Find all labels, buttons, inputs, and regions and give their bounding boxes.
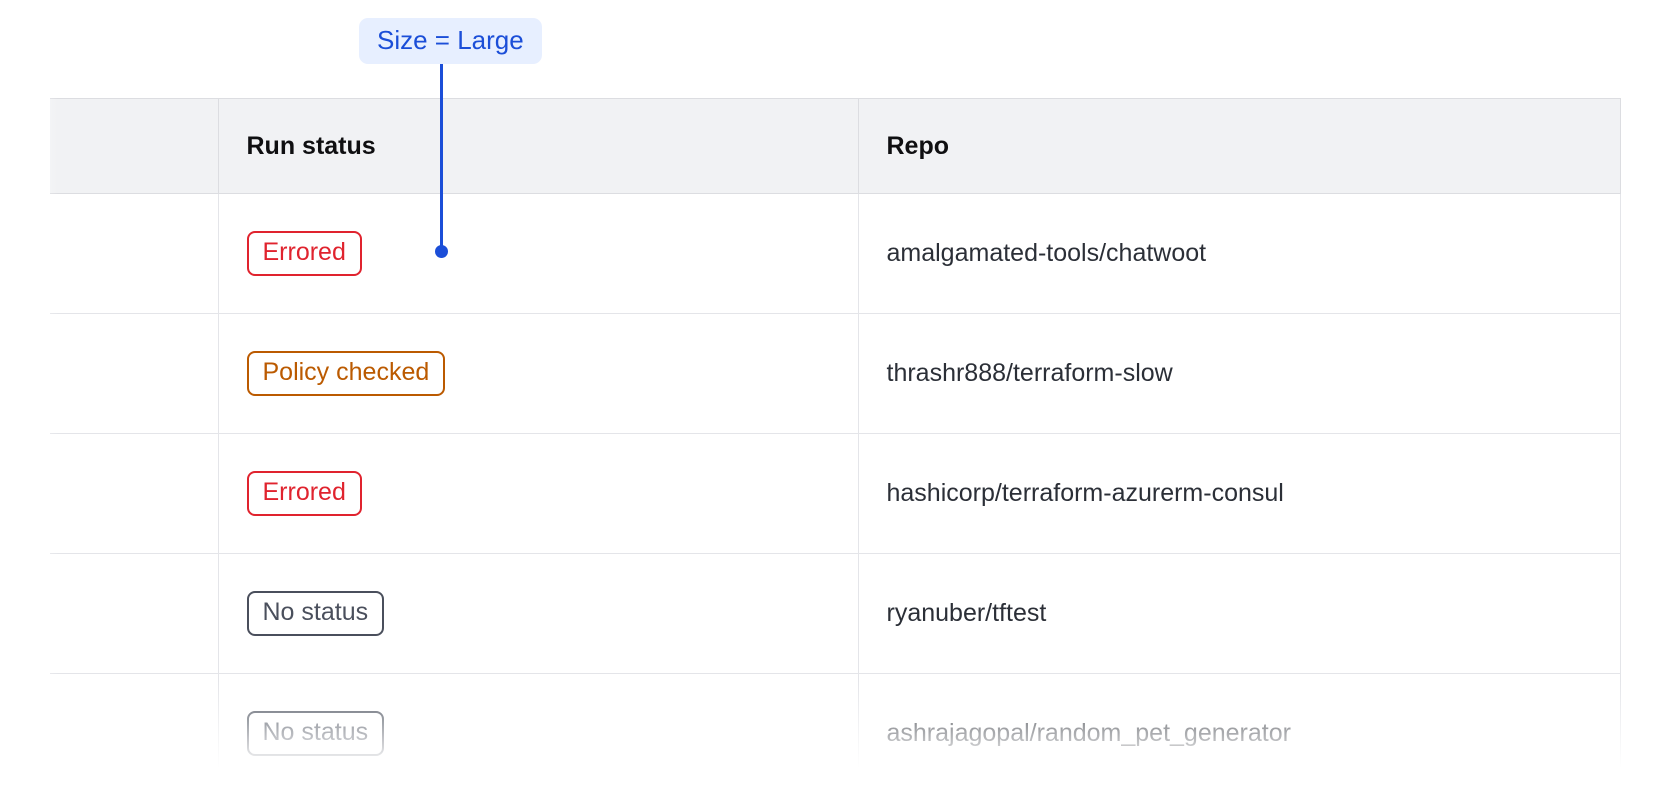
status-badge: Errored: [246, 471, 362, 516]
status-badge: Policy checked: [246, 351, 446, 396]
repo-cell[interactable]: hashicorp/terraform-azurerm-consul: [858, 433, 1621, 554]
run-status-cell: Errored: [218, 193, 859, 314]
runs-table: Run status Repo Errored amalgamated-tools…: [50, 98, 1621, 788]
run-status-cell: No status: [218, 553, 859, 674]
repo-cell[interactable]: thrashr888/terraform-slow: [858, 313, 1621, 434]
table-header-row: Run status Repo: [50, 98, 1621, 194]
annotation-connector-line: [440, 62, 443, 250]
column-header-select: [50, 98, 219, 194]
status-badge: No status: [246, 591, 385, 636]
row-select-cell[interactable]: [50, 553, 219, 674]
repo-cell[interactable]: ashrajagopal/random_pet_generator: [858, 673, 1621, 788]
row-select-cell[interactable]: [50, 313, 219, 434]
row-select-cell[interactable]: [50, 673, 219, 788]
run-status-cell: Errored: [218, 433, 859, 554]
column-header-run-status[interactable]: Run status: [218, 98, 859, 194]
row-select-cell[interactable]: [50, 193, 219, 314]
table-row[interactable]: Policy checked thrashr888/terraform-slow: [50, 313, 1621, 434]
table-row[interactable]: No status ashrajagopal/random_pet_generat…: [50, 673, 1621, 788]
table-row[interactable]: No status ryanuber/tftest: [50, 553, 1621, 674]
repo-cell[interactable]: ryanuber/tftest: [858, 553, 1621, 674]
annotation-connector-dot: [435, 245, 448, 258]
repo-cell[interactable]: amalgamated-tools/chatwoot: [858, 193, 1621, 314]
run-status-cell: No status: [218, 673, 859, 788]
table-row[interactable]: Errored hashicorp/terraform-azurerm-consu…: [50, 433, 1621, 554]
status-badge: No status: [246, 711, 385, 756]
table-header: Run status Repo: [50, 98, 1621, 194]
column-header-repo[interactable]: Repo: [858, 98, 1621, 194]
status-badge: Errored: [246, 231, 362, 276]
runs-table-container: Run status Repo Errored amalgamated-tools…: [50, 98, 1672, 788]
table-row[interactable]: Errored amalgamated-tools/chatwoot: [50, 193, 1621, 314]
run-status-cell: Policy checked: [218, 313, 859, 434]
annotation-callout: Size = Large: [359, 18, 542, 64]
row-select-cell[interactable]: [50, 433, 219, 554]
